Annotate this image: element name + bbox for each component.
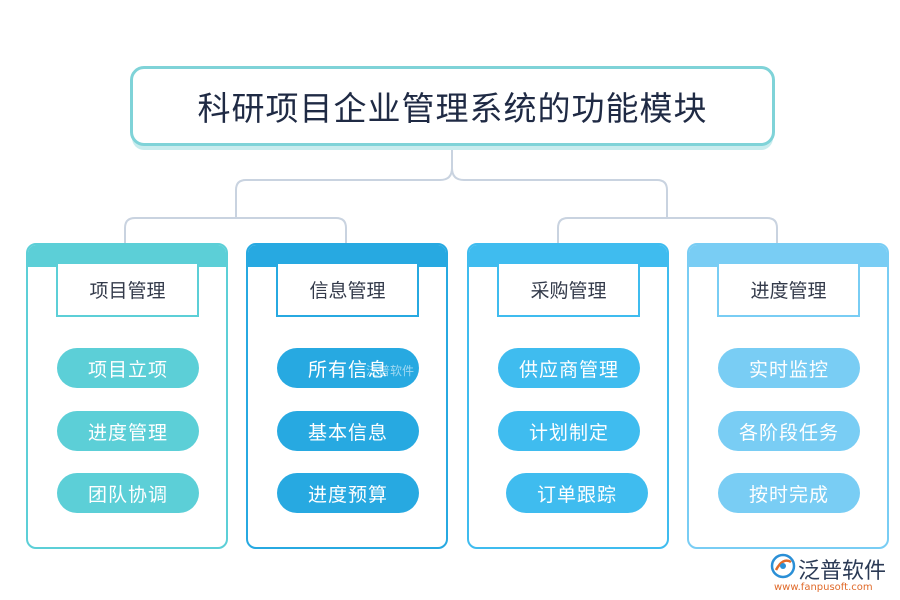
module-item: 供应商管理 [498,348,640,388]
logo-url: www.fanpusoft.com [774,582,873,593]
connector-left-pair [124,217,347,243]
module-card-project: 项目管理 项目立项 进度管理 团队协调 [26,243,228,549]
module-item: 计划制定 [498,411,640,451]
module-item: 项目立项 [57,348,199,388]
module-header: 进度管理 [717,262,860,317]
module-item: 实时监控 [718,348,860,388]
logo-name: 泛普软件 [798,559,887,584]
module-card-info: 信息管理 所有信息 基本信息 进度预算 [246,243,448,549]
card-top-band [248,245,446,267]
connector-right-pair [557,217,778,243]
module-item: 团队协调 [57,473,199,513]
module-item: 各阶段任务 [718,411,860,451]
watermark: 泛普软件 [366,364,415,378]
title-box: 科研项目企业管理系统的功能模块 [130,66,775,146]
module-card-progress: 进度管理 实时监控 各阶段任务 按时完成 [687,243,889,549]
connector-main-left [235,148,453,218]
diagram-title: 科研项目企业管理系统的功能模块 [197,89,708,128]
module-header: 采购管理 [497,262,640,317]
module-card-purchase: 采购管理 供应商管理 计划制定 订单跟踪 [467,243,669,549]
module-item: 所有信息 [277,348,419,388]
card-top-band [469,245,667,267]
module-header: 项目管理 [56,262,199,317]
module-item: 基本信息 [277,411,419,451]
module-item: 进度管理 [57,411,199,451]
connector-main-right [451,167,668,218]
card-top-band [28,245,226,267]
fanpu-logo-icon [770,553,796,579]
module-item: 订单跟踪 [506,473,648,513]
module-item: 按时完成 [718,473,860,513]
module-header: 信息管理 [276,262,419,317]
module-item: 进度预算 [277,473,419,513]
brand-logo: 泛普软件 www.fanpusoft.com [770,553,895,597]
card-top-band [689,245,887,267]
